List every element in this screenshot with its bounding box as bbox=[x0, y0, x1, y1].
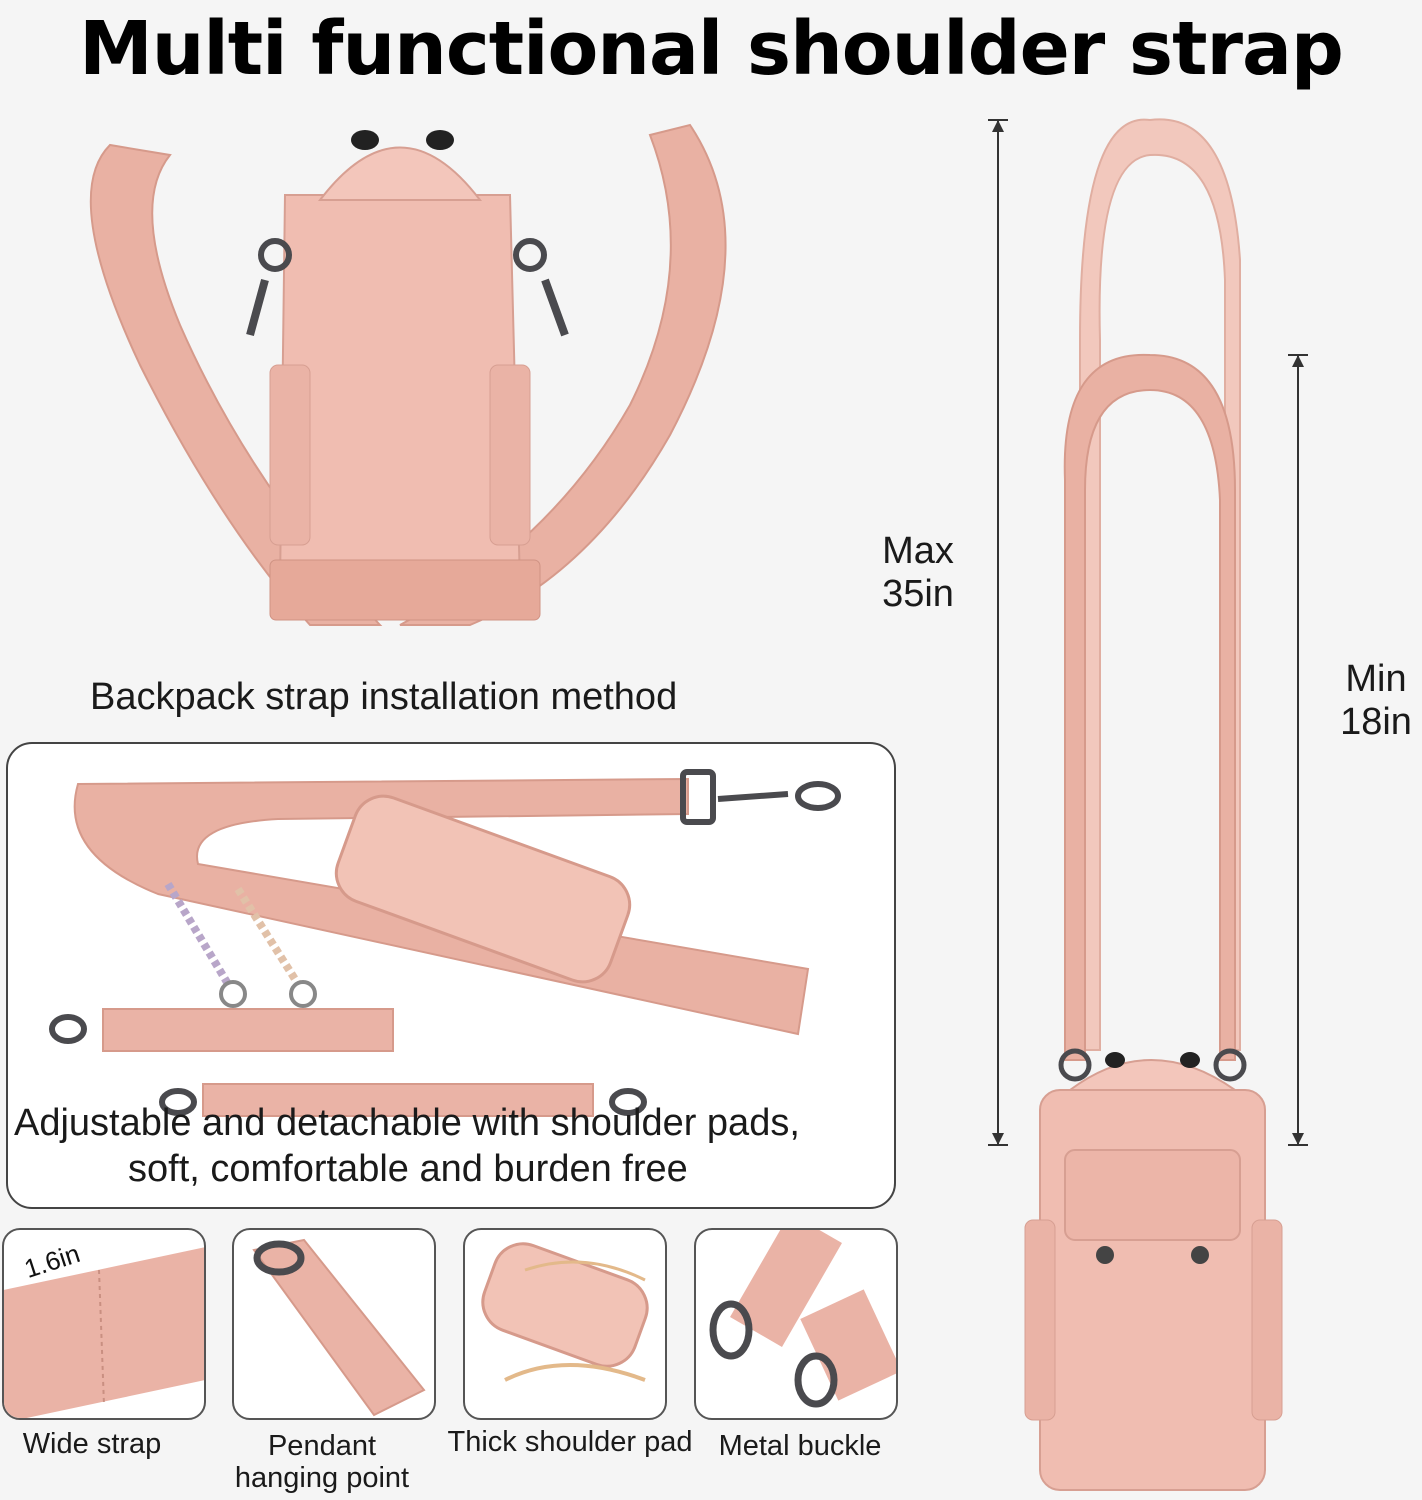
metal-buckle-label: Metal buckle bbox=[718, 1430, 882, 1462]
strap-components-panel: Adjustable and detachable with shoulder … bbox=[6, 742, 896, 1209]
max-length-label: Max 35in bbox=[868, 530, 968, 616]
wide-strap-icon bbox=[4, 1242, 204, 1418]
page-title: Multi functional shoulder strap bbox=[79, 6, 1344, 92]
pendant-label-line-2: hanging point bbox=[234, 1462, 410, 1494]
min-label: Min bbox=[1345, 658, 1407, 700]
thick-shoulder-pad-label: Thick shoulder pad bbox=[447, 1426, 693, 1458]
strap-components-image bbox=[49, 769, 841, 1117]
pendant-label: Pendant hanging point bbox=[222, 1430, 422, 1494]
panel-caption-line-1: Adjustable and detachable with shoulder … bbox=[14, 1102, 800, 1144]
min-length-label: Min 18in bbox=[1330, 658, 1422, 744]
wide-strap-thumbnail: 1.6in bbox=[2, 1228, 206, 1420]
metal-buckle-thumbnail bbox=[694, 1228, 898, 1420]
pendant-loop-icon bbox=[252, 1238, 426, 1417]
backpack-strap-caption: Backpack strap installation method bbox=[90, 676, 678, 718]
crossbody-bag-image bbox=[1024, 118, 1283, 1491]
metal-buckle-icon bbox=[709, 1230, 896, 1408]
wide-strap-label: Wide strap bbox=[22, 1428, 162, 1460]
thick-shoulder-pad-thumbnail bbox=[463, 1228, 667, 1420]
panel-caption-line-2: soft, comfortable and burden free bbox=[128, 1148, 688, 1190]
max-label: Max bbox=[882, 530, 954, 572]
max-value: 35in bbox=[882, 573, 954, 615]
pendant-label-line-1: Pendant bbox=[267, 1430, 377, 1462]
backpack-strap-product-image bbox=[89, 123, 727, 626]
min-value: 18in bbox=[1340, 701, 1412, 743]
pendant-hanging-point-thumbnail bbox=[232, 1228, 436, 1420]
shoulder-pad-icon bbox=[481, 1242, 649, 1382]
